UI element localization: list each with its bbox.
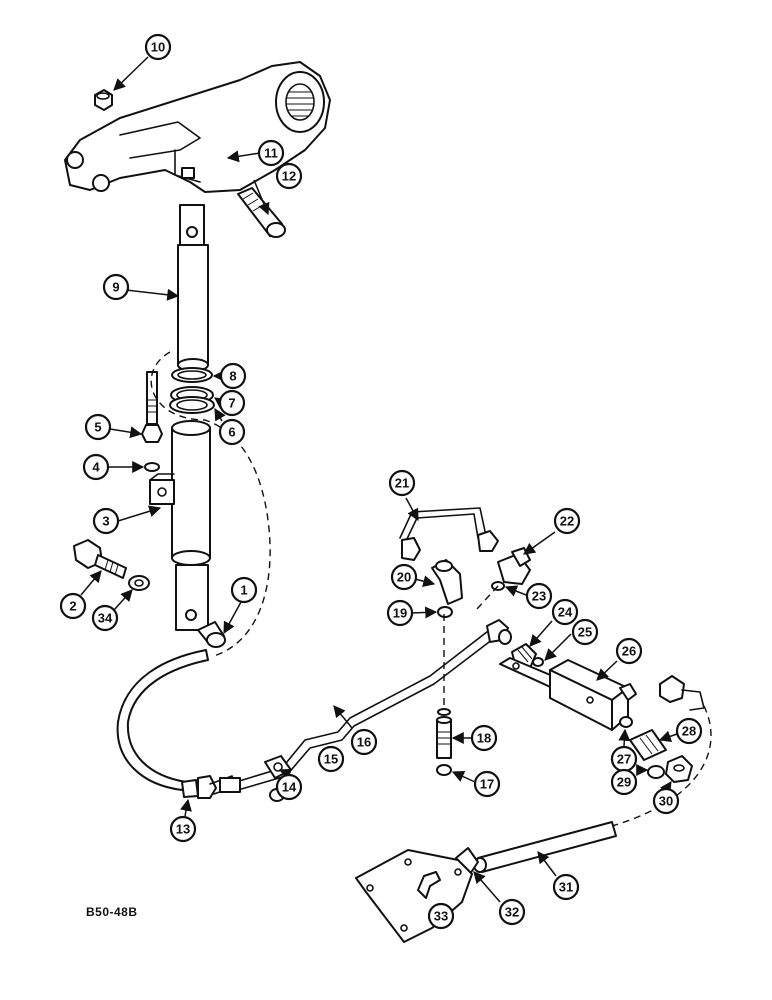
callout-number: 6 — [228, 425, 235, 440]
callout-number: 7 — [228, 396, 235, 411]
callout-number: 10 — [151, 40, 165, 55]
callout-bubble: 21 — [388, 469, 416, 497]
part-cover-plate — [355, 849, 473, 943]
part-steel-pipe — [219, 619, 512, 793]
part-bolt — [73, 539, 127, 579]
callout-bubble: 29 — [610, 768, 638, 796]
callout-number: 19 — [393, 606, 407, 621]
callout-bubble: 8 — [219, 362, 247, 390]
callouts: 10 11 12 9 8 7 6 5 4 3 2 1 34 13 14 15 1… — [59, 33, 703, 930]
callout-bubble: 9 — [102, 273, 130, 301]
callout-number: 29 — [617, 775, 631, 790]
part-steel-pipe-upper — [399, 507, 499, 561]
callout-bubble: 32 — [498, 898, 526, 926]
callout-bubble: 34 — [91, 604, 119, 632]
callout-number: 17 — [480, 777, 494, 792]
callout-bubble: 14 — [275, 773, 303, 801]
callout-number: 30 — [659, 794, 673, 809]
callout-number: 28 — [682, 724, 696, 739]
callout-bubble: 2 — [59, 592, 87, 620]
callout-number: 4 — [92, 460, 100, 475]
callout-number: 8 — [229, 369, 236, 384]
callout-bubble: 12 — [275, 162, 303, 190]
callout-bubble: 18 — [470, 724, 498, 752]
part-return-tube — [473, 821, 617, 873]
part-elbow-fitting — [431, 559, 463, 605]
callout-bubble: 24 — [551, 598, 579, 626]
part-breather-fitting — [141, 371, 163, 443]
callout-bubble: 3 — [92, 507, 120, 535]
part-valve-block — [499, 657, 637, 731]
callout-bubble: 25 — [571, 618, 599, 646]
callout-number: 14 — [282, 780, 297, 795]
part-washer — [144, 462, 160, 472]
callout-bubble: 20 — [390, 563, 418, 591]
callout-bubble: 1 — [230, 576, 258, 604]
callout-number: 34 — [98, 611, 113, 626]
part-piston-rod — [177, 204, 209, 372]
callout-bubble: 13 — [169, 815, 197, 843]
assembly-lines — [150, 351, 712, 827]
callout-number: 16 — [357, 735, 371, 750]
callout-bubble: 27 — [610, 745, 638, 773]
callout-bubble: 33 — [427, 902, 455, 930]
callout-number: 15 — [324, 752, 338, 767]
part-hose-fitting — [197, 621, 226, 648]
callout-bubble: 4 — [82, 453, 110, 481]
callout-number: 25 — [578, 625, 592, 640]
part-seal — [169, 386, 215, 414]
callout-bubble: 7 — [218, 389, 246, 417]
drawing-reference-code: B50-48B — [86, 905, 138, 919]
callout-number: 32 — [505, 905, 519, 920]
callout-number: 9 — [112, 280, 119, 295]
callout-bubble: 15 — [317, 745, 345, 773]
callout-bubble: 6 — [218, 418, 246, 446]
callout-number: 11 — [264, 146, 278, 161]
callout-bubble: 28 — [675, 717, 703, 745]
part-nut — [94, 89, 113, 111]
callout-number: 20 — [397, 570, 411, 585]
part-plug — [665, 755, 693, 783]
callout-number: 2 — [69, 599, 76, 614]
part-hose — [116, 649, 237, 799]
callout-bubble: 16 — [350, 728, 378, 756]
callout-number: 21 — [395, 476, 409, 491]
callout-bubble: 17 — [473, 770, 501, 798]
callout-number: 31 — [559, 880, 573, 895]
callout-bubble: 5 — [84, 413, 112, 441]
callout-number: 24 — [558, 605, 573, 620]
part-cylinder — [149, 420, 211, 631]
callout-number: 33 — [434, 909, 448, 924]
part-o-ring — [532, 657, 544, 667]
part-o-ring — [647, 765, 665, 779]
callout-bubble: 11 — [257, 139, 285, 167]
part-pin — [237, 187, 286, 238]
callout-number: 18 — [477, 731, 491, 746]
leader-lines — [80, 56, 678, 919]
callout-number: 22 — [560, 514, 574, 529]
part-relief-valve — [629, 675, 705, 761]
callout-number: 1 — [240, 583, 247, 598]
callout-number: 5 — [94, 420, 101, 435]
callout-bubble: 22 — [553, 507, 581, 535]
callout-bubble: 19 — [386, 599, 414, 627]
callout-bubble: 23 — [525, 582, 553, 610]
callout-number: 27 — [617, 752, 631, 767]
part-o-ring — [436, 764, 452, 776]
part-washer — [619, 716, 633, 728]
callout-number: 23 — [532, 589, 546, 604]
callout-number: 3 — [102, 514, 109, 529]
callout-bubble: 10 — [144, 33, 172, 61]
part-washer — [437, 606, 453, 618]
callout-bubble: 31 — [552, 873, 580, 901]
callout-number: 13 — [176, 822, 190, 837]
callout-bubble: 30 — [652, 787, 680, 815]
part-seal-ring — [171, 367, 213, 383]
part-sleeve — [436, 708, 452, 759]
part-washer — [128, 575, 150, 591]
callout-number: 12 — [282, 169, 296, 184]
callout-number: 26 — [622, 644, 636, 659]
callout-bubble: 26 — [615, 637, 643, 665]
